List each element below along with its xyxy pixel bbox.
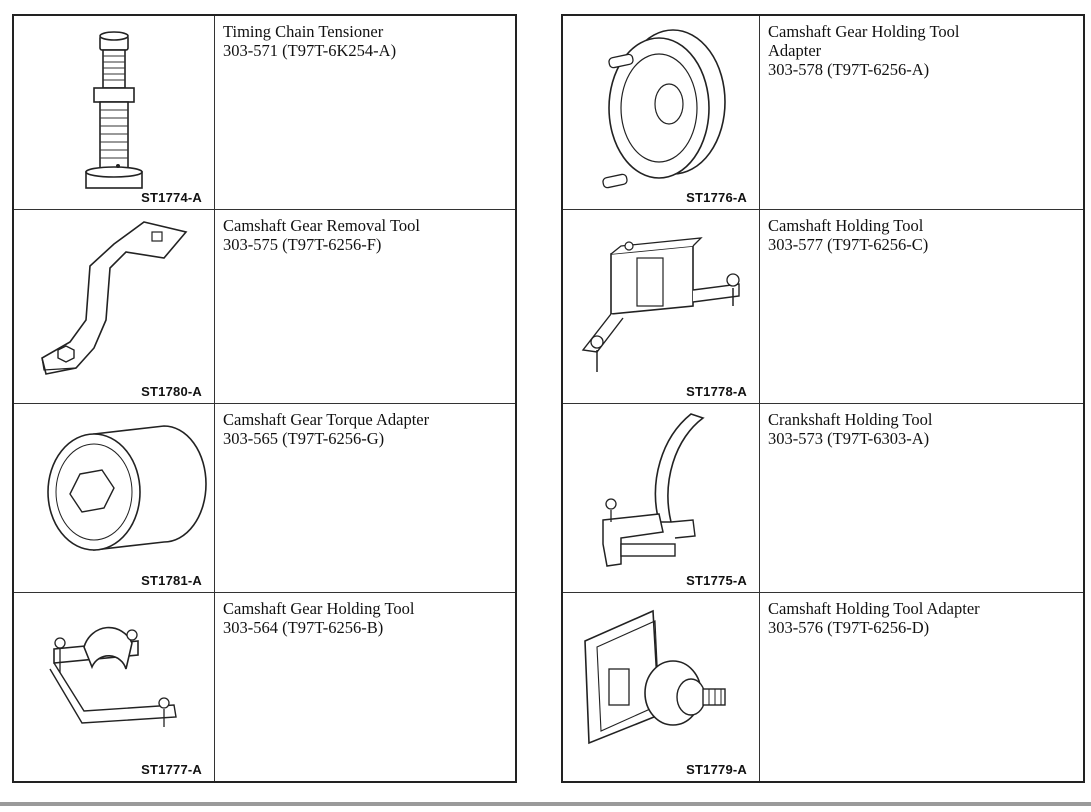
tool-name: Camshaft Gear Holding Tool (223, 599, 415, 618)
tool-name: Camshaft Gear Torque Adapter (223, 410, 430, 429)
timing-chain-tensioner-icon (85, 31, 143, 189)
tool-description-cell: Camshaft Gear Torque Adapter 303-565 (T9… (214, 403, 517, 593)
table-row: ST1779-A Camshaft Holding Tool Adapter 3… (561, 592, 1085, 783)
tool-number: 303-573 (T97T-6303-A) (768, 429, 930, 448)
camshaft-gear-holding-tool-adapter-icon (602, 29, 726, 189)
table-row: ST1780-A Camshaft Gear Removal Tool 303-… (12, 209, 517, 404)
tool-code-label: ST1781-A (141, 573, 202, 588)
special-tools-table-right: ST1776-A Camshaft Gear Holding Tool Adap… (561, 14, 1085, 783)
page-bottom-rule (0, 802, 1091, 806)
tool-number: 303-571 (T97T-6K254-A) (223, 41, 397, 60)
table-row: ST1776-A Camshaft Gear Holding Tool Adap… (561, 14, 1085, 210)
tool-description-cell: Camshaft Holding Tool 303-577 (T97T-6256… (759, 209, 1085, 404)
table-row: ST1781-A Camshaft Gear Torque Adapter 30… (12, 403, 517, 593)
table-row: ST1778-A Camshaft Holding Tool 303-577 (… (561, 209, 1085, 404)
tool-name: Camshaft Gear Removal Tool (223, 216, 420, 235)
tool-description-cell: Camshaft Holding Tool Adapter 303-576 (T… (759, 592, 1085, 783)
camshaft-gear-torque-adapter-icon (47, 425, 207, 551)
camshaft-gear-removal-tool-icon (41, 221, 188, 375)
special-tools-table-left: ST1774-A Timing Chain Tensioner 303-571 … (12, 14, 517, 783)
tool-code-label: ST1776-A (686, 190, 747, 205)
tool-name: Camshaft Holding Tool (768, 216, 924, 235)
crankshaft-holding-tool-icon (602, 413, 705, 567)
tool-code-label: ST1780-A (141, 384, 202, 399)
tool-description-cell: Camshaft Gear Holding Tool 303-564 (T97T… (214, 592, 517, 783)
tool-code-label: ST1778-A (686, 384, 747, 399)
tool-image-cell: ST1775-A (561, 403, 760, 593)
tool-code-label: ST1775-A (686, 573, 747, 588)
tool-image-cell: ST1778-A (561, 209, 760, 404)
table-row: ST1777-A Camshaft Gear Holding Tool 303-… (12, 592, 517, 783)
tool-number: 303-564 (T97T-6256-B) (223, 618, 384, 637)
tool-image-cell: ST1779-A (561, 592, 760, 783)
camshaft-gear-holding-tool-icon (49, 626, 177, 727)
tool-code-label: ST1777-A (141, 762, 202, 777)
tool-image-cell: ST1777-A (12, 592, 215, 783)
tool-name-continued: Adapter (768, 41, 822, 60)
tool-description-cell: Camshaft Gear Removal Tool 303-575 (T97T… (214, 209, 517, 404)
tool-image-cell: ST1774-A (12, 14, 215, 210)
tool-name: Timing Chain Tensioner (223, 22, 384, 41)
tool-description-cell: Crankshaft Holding Tool 303-573 (T97T-63… (759, 403, 1085, 593)
camshaft-holding-tool-adapter-icon (584, 609, 726, 745)
tool-number: 303-565 (T97T-6256-G) (223, 429, 385, 448)
tool-name: Camshaft Holding Tool Adapter (768, 599, 980, 618)
tool-image-cell: ST1781-A (12, 403, 215, 593)
tool-number: 303-576 (T97T-6256-D) (768, 618, 930, 637)
camshaft-holding-tool-icon (581, 237, 740, 372)
tool-description-cell: Timing Chain Tensioner 303-571 (T97T-6K2… (214, 14, 517, 210)
tool-image-cell: ST1776-A (561, 14, 760, 210)
table-row: ST1775-A Crankshaft Holding Tool 303-573… (561, 403, 1085, 593)
tool-number: 303-578 (T97T-6256-A) (768, 60, 930, 79)
tool-name: Crankshaft Holding Tool (768, 410, 933, 429)
table-row: ST1774-A Timing Chain Tensioner 303-571 … (12, 14, 517, 210)
tool-description-cell: Camshaft Gear Holding Tool Adapter 303-5… (759, 14, 1085, 210)
tool-number: 303-577 (T97T-6256-C) (768, 235, 929, 254)
tool-code-label: ST1774-A (141, 190, 202, 205)
tool-name: Camshaft Gear Holding Tool (768, 22, 960, 41)
tool-number: 303-575 (T97T-6256-F) (223, 235, 382, 254)
tool-image-cell: ST1780-A (12, 209, 215, 404)
tool-code-label: ST1779-A (686, 762, 747, 777)
